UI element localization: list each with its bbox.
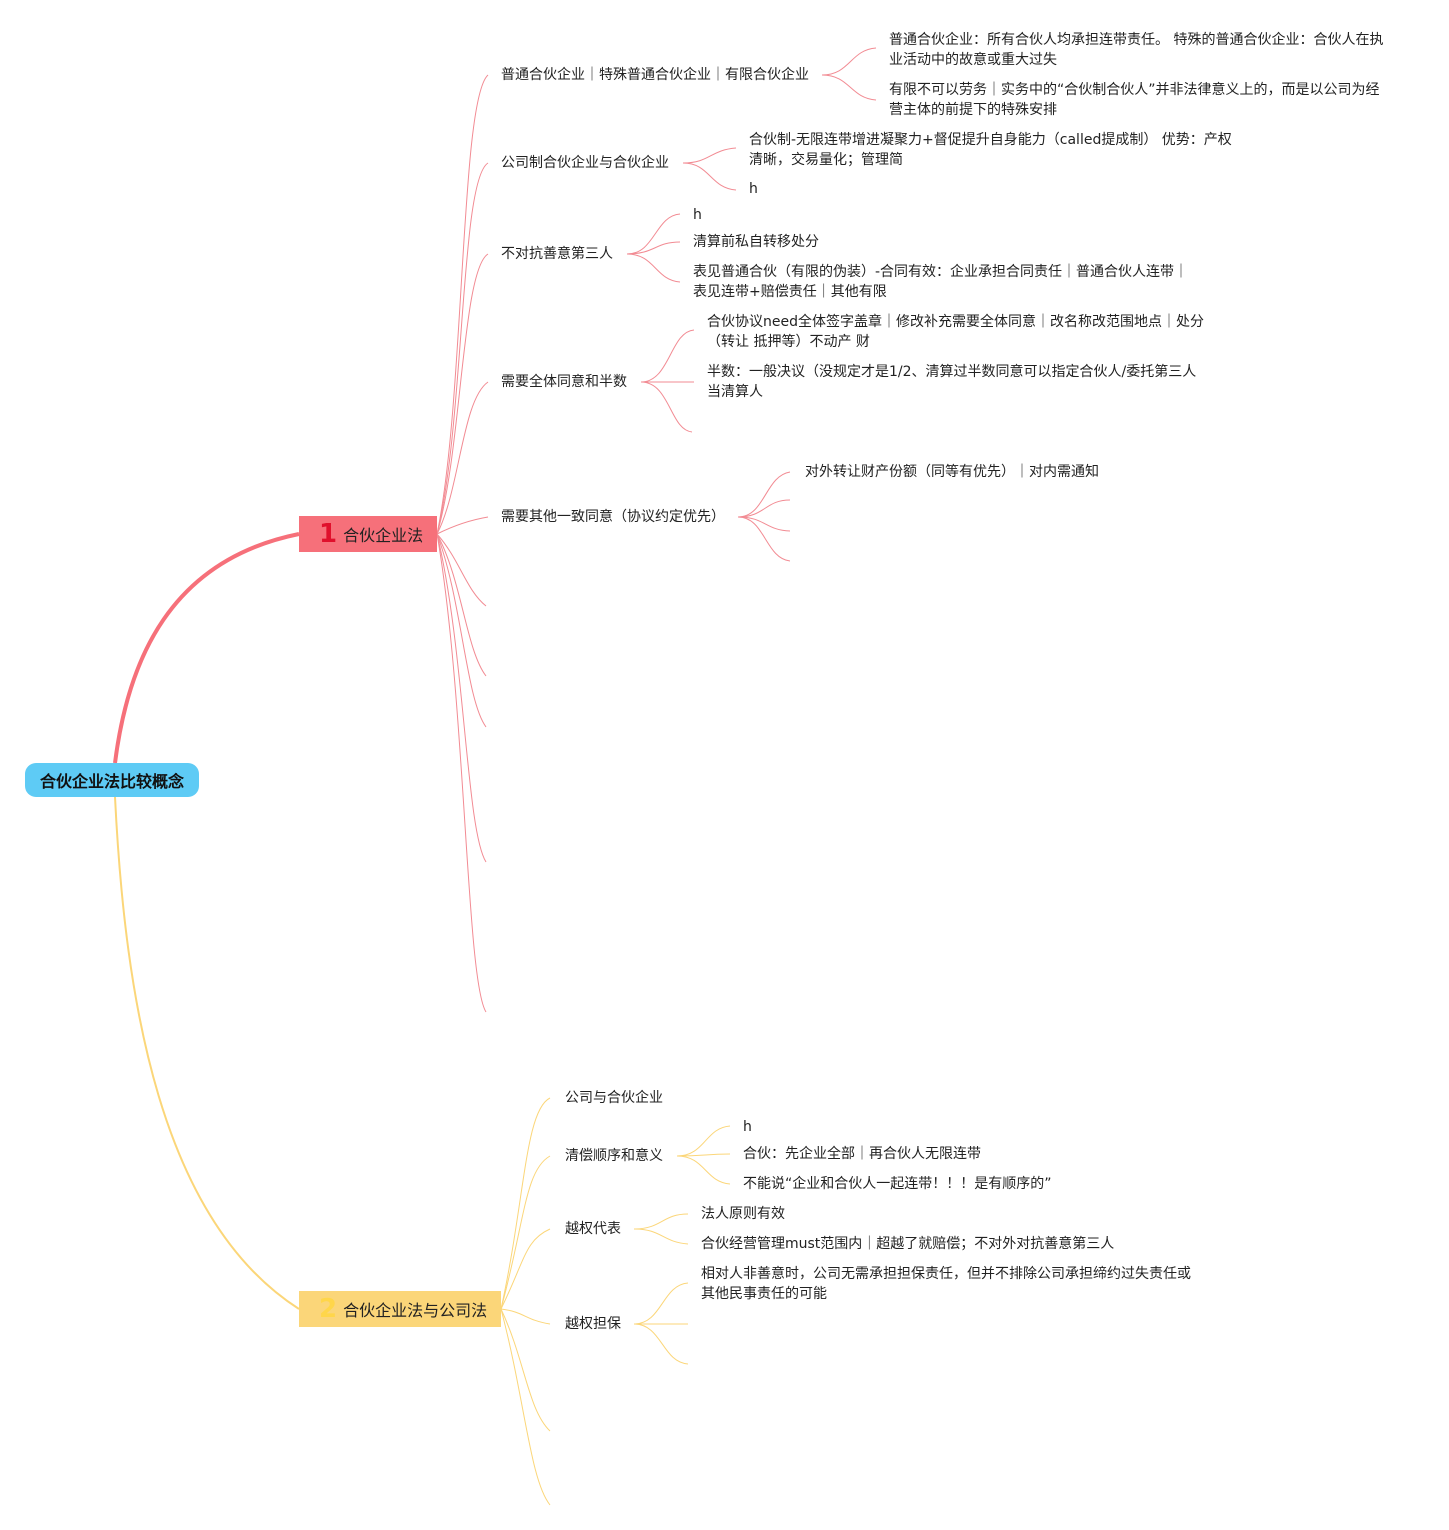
subtopic-ultra-vires-guarantee[interactable]: 越权担保: [565, 1316, 621, 1332]
subtopic-company-and-partnership[interactable]: 公司与合伙企业: [565, 1090, 663, 1106]
node-representation-2[interactable]: 合伙经营管理must范围内｜超越了就赔偿；不对外对抗善意第三人: [701, 1236, 1115, 1252]
node-good-faith-1[interactable]: h: [693, 207, 702, 223]
topic-number-badge: 1: [319, 519, 338, 549]
node-guarantee-1[interactable]: 相对人非善意时，公司无需承担担保责任，但并不排除公司承担缔约过失责任或其他民事责…: [701, 1266, 1191, 1302]
node-corporate-partnership-1[interactable]: 合伙制-无限连带增进凝聚力+督促提升自身能力（called提成制） 优势：产权清…: [749, 132, 1232, 168]
node-others-consent-1[interactable]: 对外转让财产份额（同等有优先）｜对内需通知: [805, 464, 1099, 480]
node-repayment-2[interactable]: 合伙：先企业全部｜再合伙人无限连带: [743, 1146, 981, 1162]
node-partnership-types-2[interactable]: 有限不可以劳务｜实务中的“合伙制合伙人”并非法律意义上的，而是以公司为经营主体的…: [889, 82, 1380, 118]
subtopic-ultra-vires-representation[interactable]: 越权代表: [565, 1221, 621, 1237]
main-topic-1[interactable]: 1 合伙企业法: [299, 516, 437, 552]
root-topic-label: 合伙企业法比较概念: [39, 772, 184, 791]
root-link-2: [114, 796, 300, 1310]
subtopic-good-faith-third-party[interactable]: 不对抗善意第三人: [501, 246, 613, 262]
root-topic[interactable]: 合伙企业法比较概念: [25, 763, 199, 797]
node-unanimous-2[interactable]: 半数：一般决议（没规定才是1/2、清算过半数同意可以指定合伙人/委托第三人当清算…: [707, 364, 1197, 400]
branch2-links: [500, 1097, 731, 1506]
subtopic-repayment-order[interactable]: 清偿顺序和意义: [565, 1148, 663, 1164]
topic-number-badge: 2: [319, 1294, 338, 1324]
node-corporate-partnership-2[interactable]: h: [749, 181, 758, 197]
node-representation-1[interactable]: 法人原则有效: [701, 1206, 785, 1222]
subtopic-unanimous-and-majority[interactable]: 需要全体同意和半数: [501, 374, 627, 390]
node-unanimous-1[interactable]: 合伙协议need全体签字盖章｜修改补充需要全体同意｜改名称改范围地点｜处分（转让…: [707, 314, 1204, 350]
node-good-faith-2[interactable]: 清算前私自转移处分: [693, 234, 819, 250]
subtopic-partnership-types[interactable]: 普通合伙企业｜特殊普通合伙企业｜有限合伙企业: [501, 67, 809, 83]
node-good-faith-3[interactable]: 表见普通合伙（有限的伪装）-合同有效：企业承担合同责任｜普通合伙人连带｜表见连带…: [693, 264, 1189, 300]
root-link-1: [113, 532, 300, 764]
node-repayment-3[interactable]: 不能说“企业和合伙人一起连带！！！是有顺序的”: [743, 1176, 1052, 1192]
subtopic-corporate-partnership[interactable]: 公司制合伙企业与合伙企业: [501, 155, 669, 171]
main-topic-2-label: 合伙企业法与公司法: [343, 1301, 488, 1320]
main-topic-2[interactable]: 2 合伙企业法与公司法: [299, 1291, 501, 1327]
node-repayment-1[interactable]: h: [743, 1119, 752, 1135]
branch1-links: [436, 47, 877, 1013]
subtopic-others-consent[interactable]: 需要其他一致同意（协议约定优先）: [501, 509, 725, 525]
node-partnership-types-1[interactable]: 普通合伙企业：所有合伙人均承担连带责任。 特殊的普通合伙企业：合伙人在执业活动中…: [889, 32, 1384, 68]
main-topic-1-label: 合伙企业法: [343, 526, 424, 545]
